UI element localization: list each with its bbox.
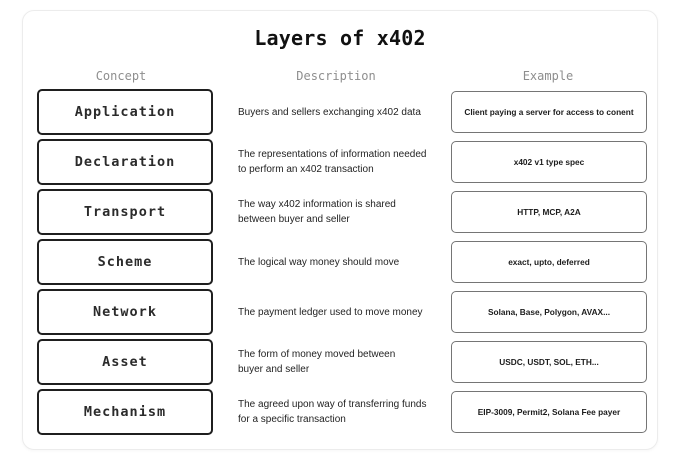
page-title: Layers of x402: [254, 26, 426, 50]
table-row: Scheme The logical way money should move…: [23, 237, 657, 287]
concept-box: Asset: [37, 339, 213, 385]
table-row: Transport The way x402 information is sh…: [23, 187, 657, 237]
concept-box: Network: [37, 289, 213, 335]
concept-label: Transport: [83, 204, 167, 220]
layers-card: Layers of x402 Concept Description Examp…: [22, 10, 658, 450]
example-box: EIP-3009, Permit2, Solana Fee payer: [451, 391, 647, 433]
example-box: x402 v1 type spec: [451, 141, 647, 183]
example-box: USDC, USDT, SOL, ETH...: [451, 341, 647, 383]
concept-label: Declaration: [74, 154, 176, 170]
concept-box: Application: [37, 89, 213, 135]
row-description: The payment ledger used to move money: [238, 306, 423, 318]
row-description: The logical way money should move: [238, 256, 400, 268]
example-label: exact, upto, deferred: [508, 257, 590, 267]
concept-box: Declaration: [37, 139, 213, 185]
example-label: x402 v1 type spec: [513, 157, 585, 167]
example-label: EIP-3009, Permit2, Solana Fee payer: [477, 407, 621, 417]
concept-label: Scheme: [97, 254, 153, 270]
rows: Application Buyers and sellers exchangin…: [23, 87, 657, 437]
row-description: The agreed upon way of transferring fund…: [238, 399, 427, 425]
concept-label: Application: [74, 104, 176, 120]
example-box: Solana, Base, Polygon, AVAX...: [451, 291, 647, 333]
example-label: HTTP, MCP, A2A: [517, 207, 581, 217]
table-row: Mechanism The agreed upon way of transfe…: [23, 387, 657, 437]
concept-box: Transport: [37, 189, 213, 235]
table-row: Asset The form of money moved between bu…: [23, 337, 657, 387]
concept-label: Mechanism: [83, 404, 167, 420]
row-description: The form of money moved between buyer an…: [238, 349, 396, 375]
concept-label: Asset: [102, 354, 148, 370]
example-label: USDC, USDT, SOL, ETH...: [499, 357, 599, 367]
example-box: HTTP, MCP, A2A: [451, 191, 647, 233]
row-description: Buyers and sellers exchanging x402 data: [238, 106, 421, 118]
row-description: The representations of information neede…: [238, 149, 427, 175]
example-box: exact, upto, deferred: [451, 241, 647, 283]
table-row: Network The payment ledger used to move …: [23, 287, 657, 337]
row-description: The way x402 information is shared betwe…: [238, 199, 396, 225]
table-row: Application Buyers and sellers exchangin…: [23, 87, 657, 137]
example-label: Solana, Base, Polygon, AVAX...: [487, 307, 611, 317]
concept-box: Scheme: [37, 239, 213, 285]
concept-box: Mechanism: [37, 389, 213, 435]
concept-label: Network: [93, 304, 157, 320]
example-label: Client paying a server for access to con…: [464, 107, 634, 117]
column-header-concept: Concept: [95, 69, 147, 83]
column-header-description: Description: [296, 69, 376, 83]
table-row: Declaration The representations of infor…: [23, 137, 657, 187]
example-box: Client paying a server for access to con…: [451, 91, 647, 133]
column-header-example: Example: [522, 69, 574, 83]
